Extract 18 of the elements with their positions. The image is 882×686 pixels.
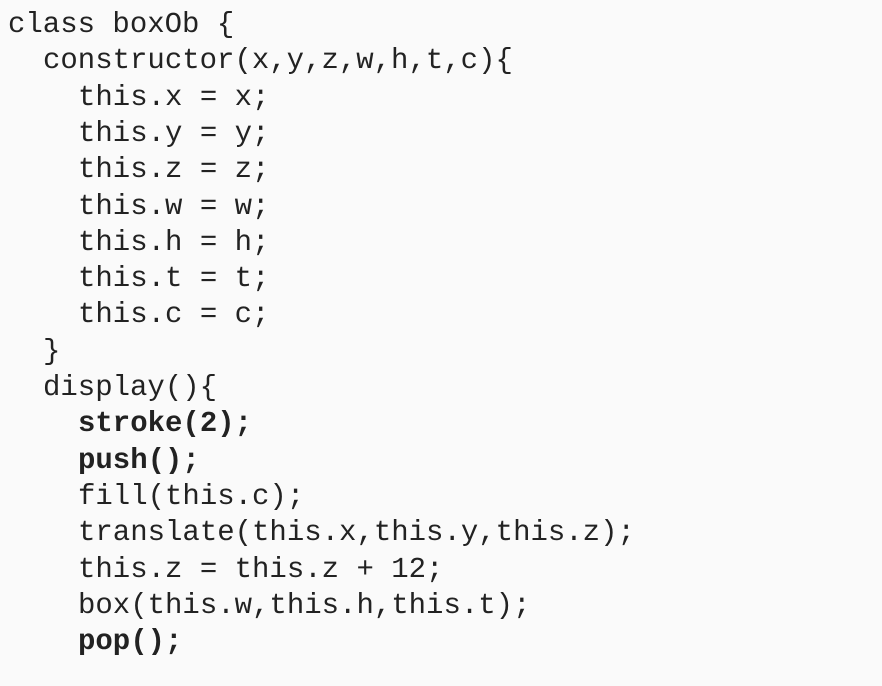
code-line: this.w = w; <box>78 190 270 224</box>
code-line: this.t = t; <box>78 262 270 296</box>
code-line: push(); <box>78 444 200 478</box>
code-line: } <box>43 334 60 369</box>
code-line: class boxOb { <box>8 8 234 42</box>
code-line: this.z = this.z + 12; <box>78 552 444 586</box>
code-line: constructor(x,y,z,w,h,t,c){ <box>43 44 513 78</box>
code-line: box(this.w,this.h,this.t); <box>78 588 530 623</box>
code-line: this.y = y; <box>78 116 270 151</box>
code-line: this.x = x; <box>78 80 270 115</box>
code-line: this.c = c; <box>78 298 270 332</box>
code-line: fill(this.c); <box>78 480 304 514</box>
code-line: stroke(2); <box>78 407 252 442</box>
code-line: this.h = h; <box>78 226 270 260</box>
code-line: pop(); <box>78 625 182 660</box>
code-line: this.z = z; <box>78 153 270 188</box>
code-line: display(){ <box>43 371 218 405</box>
code-line: translate(this.x,this.y,this.z); <box>78 516 635 550</box>
